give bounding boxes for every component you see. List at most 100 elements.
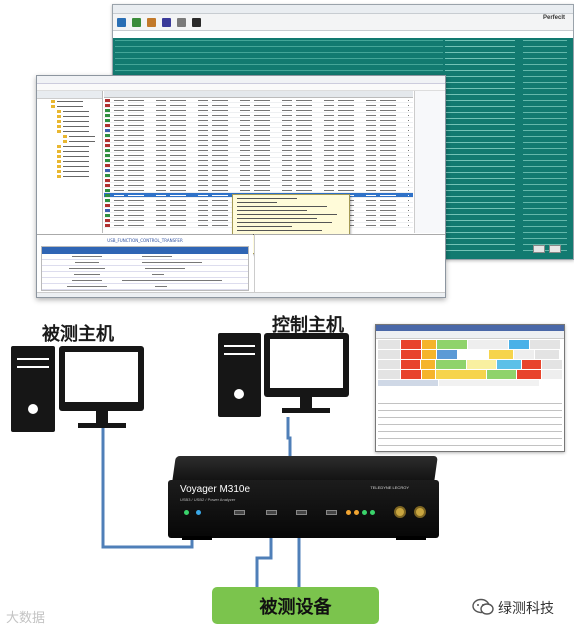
status-led-icon: [354, 510, 359, 515]
tree-item[interactable]: [57, 114, 102, 119]
tree-item[interactable]: [51, 104, 102, 109]
transaction-row[interactable]: [104, 173, 413, 178]
folder-icon: [57, 125, 61, 128]
tree-item[interactable]: [57, 109, 102, 114]
row-text: [114, 165, 409, 166]
tree-item[interactable]: [57, 129, 102, 134]
row-type-icon: [105, 154, 110, 157]
tree-item[interactable]: [57, 159, 102, 164]
row-type-icon: [105, 159, 110, 162]
row-text: [114, 155, 409, 156]
transaction-row[interactable]: [104, 178, 413, 183]
analyzer-menubar[interactable]: [37, 84, 445, 91]
transaction-row[interactable]: [104, 143, 413, 148]
analyzer-window: USB_FUNCTION_CONTROL_TRANSFER: [36, 75, 446, 298]
tree-item[interactable]: [51, 99, 102, 104]
row-type-icon: [105, 174, 110, 177]
row-text: [114, 100, 409, 101]
analyzer-top-panel: [172, 456, 438, 482]
dut-host-label: 被测主机: [42, 324, 114, 345]
tree-item[interactable]: [63, 139, 102, 144]
analyzer-brand: TELEDYNE LECROY: [370, 485, 409, 490]
row-type-icon: [105, 184, 110, 187]
tree-item[interactable]: [57, 144, 102, 149]
row-text: [114, 125, 409, 126]
toolbar-icon[interactable]: [177, 17, 186, 27]
folder-icon: [57, 115, 61, 118]
toolbar-icon[interactable]: [117, 17, 126, 27]
power-button-icon: [28, 404, 38, 414]
transaction-row[interactable]: [104, 138, 413, 143]
detail-table-header: [42, 247, 248, 254]
transaction-row[interactable]: [104, 183, 413, 188]
transaction-row[interactable]: [104, 113, 413, 118]
toolbar-icon[interactable]: [132, 17, 141, 27]
folder-icon: [63, 140, 67, 143]
detail-row: [42, 284, 248, 290]
toolbar-icon[interactable]: [162, 17, 171, 27]
transaction-row[interactable]: [104, 148, 413, 153]
packet-row: [378, 360, 563, 369]
transaction-row[interactable]: [104, 188, 413, 193]
tree-item[interactable]: [57, 164, 102, 169]
detail-row: [42, 278, 248, 284]
tooltip-line: [237, 198, 297, 199]
transaction-row[interactable]: [104, 123, 413, 128]
trace-data-column: [445, 40, 515, 255]
wechat-icon: [472, 598, 494, 615]
row-text: [114, 160, 409, 161]
tree-item[interactable]: [57, 124, 102, 129]
watermark-left: 大数据: [6, 611, 46, 626]
monitor-screen: [270, 339, 343, 388]
transaction-row[interactable]: [104, 103, 413, 108]
thumb-titlebar: [376, 325, 564, 331]
row-text: [114, 130, 409, 131]
row-type-icon: [105, 169, 110, 172]
toolbar-icon[interactable]: [147, 17, 156, 27]
detail-table: [41, 246, 249, 291]
row-text: [114, 170, 409, 171]
status-led-icon: [196, 510, 201, 515]
transaction-row[interactable]: [104, 168, 413, 173]
transaction-row[interactable]: [104, 108, 413, 113]
hex-pane: [254, 234, 445, 297]
folder-icon: [51, 100, 55, 103]
transaction-row[interactable]: [104, 133, 413, 138]
row-type-icon: [105, 109, 110, 112]
tree-item[interactable]: [57, 174, 102, 179]
transaction-row[interactable]: [104, 158, 413, 163]
toolbar-icon[interactable]: [192, 17, 201, 27]
transaction-row[interactable]: [104, 98, 413, 103]
device-tree-pane[interactable]: [37, 91, 103, 233]
row-type-icon: [105, 99, 110, 102]
row-type-icon: [105, 119, 110, 122]
transaction-row[interactable]: [104, 128, 413, 133]
tree-item[interactable]: [57, 119, 102, 124]
folder-icon: [57, 170, 61, 173]
tree-item[interactable]: [57, 149, 102, 154]
packet-row: [378, 350, 562, 359]
row-text: [114, 180, 409, 181]
bnc-connector-icon: [414, 506, 426, 518]
transaction-row[interactable]: [104, 153, 413, 158]
transaction-row[interactable]: [104, 118, 413, 123]
row-type-icon: [105, 224, 110, 227]
trace-window-toolbar: [113, 14, 573, 31]
tree-item[interactable]: [63, 134, 102, 139]
side-panel: [414, 91, 445, 233]
monitor-stand: [96, 411, 108, 424]
trace-button[interactable]: [533, 245, 545, 253]
status-led-icon: [362, 510, 367, 515]
detail-pane: USB_FUNCTION_CONTROL_TRANSFER: [37, 234, 253, 297]
row-text: [114, 175, 409, 176]
tooltip-line: [237, 202, 277, 203]
detail-row: [42, 266, 248, 272]
tree-item[interactable]: [57, 169, 102, 174]
analyzer-model-subtitle: USB3 / USB2 / Power Analyzer: [180, 497, 236, 502]
usb-port: [326, 510, 337, 515]
tree-item[interactable]: [57, 154, 102, 159]
transaction-row[interactable]: [104, 163, 413, 168]
row-type-icon: [105, 204, 110, 207]
trace-button[interactable]: [549, 245, 561, 253]
row-type-icon: [105, 124, 110, 127]
